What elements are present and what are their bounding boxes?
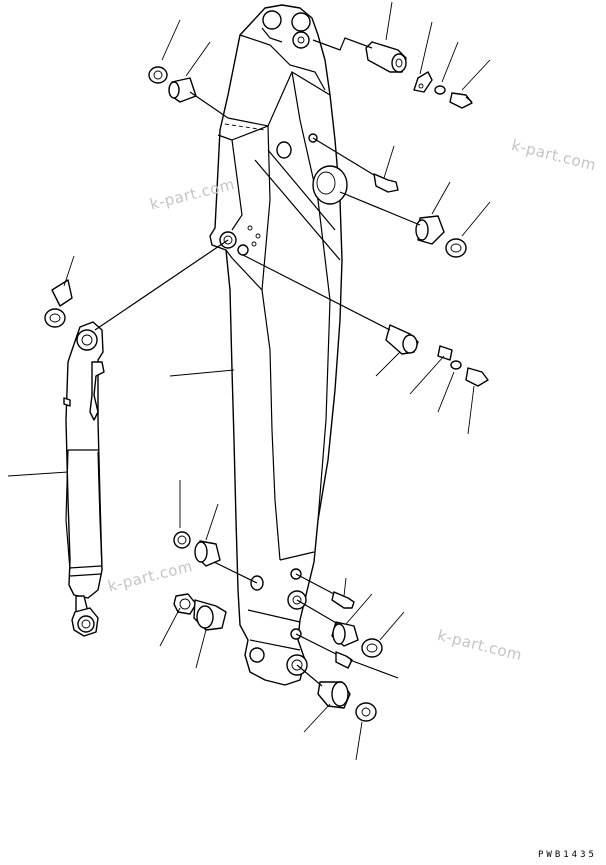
drawing-code: PWB1435 (538, 850, 597, 860)
boom-cylinder (63, 321, 105, 637)
boom-arm (209, 4, 348, 686)
leader-lines (7, 1, 491, 761)
connection-lines (94, 37, 421, 687)
hardware-parts (44, 41, 489, 722)
